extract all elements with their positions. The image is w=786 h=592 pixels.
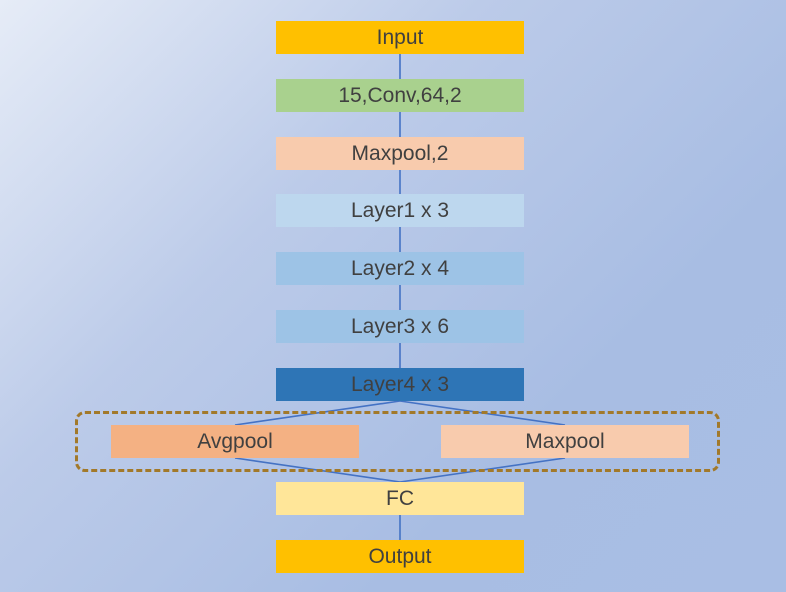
node-avgpool: Avgpool [111, 425, 359, 458]
node-layer3: Layer3 x 6 [276, 310, 524, 343]
node-maxpool-2: Maxpool,2 [276, 137, 524, 170]
node-conv: 15,Conv,64,2 [276, 79, 524, 112]
node-layer1: Layer1 x 3 [276, 194, 524, 227]
node-input: Input [276, 21, 524, 54]
node-fc: FC [276, 482, 524, 515]
node-layer4: Layer4 x 3 [276, 368, 524, 401]
node-layer2: Layer2 x 4 [276, 252, 524, 285]
pooling-group-outline [75, 411, 720, 472]
node-maxpool: Maxpool [441, 425, 689, 458]
node-output: Output [276, 540, 524, 573]
